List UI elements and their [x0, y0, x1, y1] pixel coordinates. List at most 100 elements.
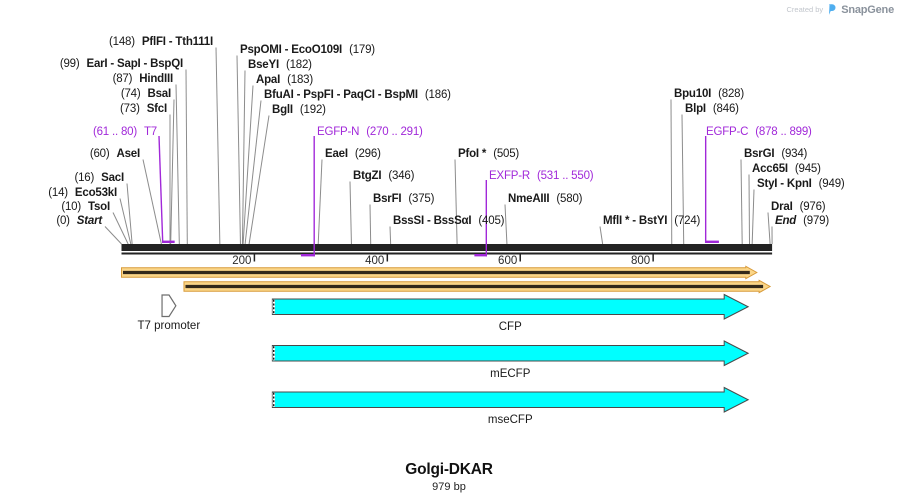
site-name: End — [775, 215, 797, 227]
site-name: StyI - KpnI — [757, 178, 812, 190]
site-leader-line — [748, 174, 751, 245]
site-name: EGFP-N — [317, 126, 360, 138]
site-label-BsaI: (74)BsaI — [121, 88, 171, 100]
site-position: (183) — [287, 74, 313, 86]
site-label-Bpu10I: Bpu10I (828) — [674, 88, 744, 100]
site-name: BsaI — [147, 88, 172, 100]
site-name: EGFP-C — [706, 126, 749, 138]
scale-tick-label: 800 — [630, 254, 651, 267]
site-label-ApaI: ApaI(183) — [256, 74, 313, 86]
site-label-BlpI: BlpI(846) — [685, 103, 739, 115]
site-position: (949) — [818, 178, 845, 190]
site-name: BsrGI — [744, 148, 775, 160]
primer-label-EXFP-R: EXFP-R(531 .. 550) — [489, 170, 594, 182]
site-position: (14) — [48, 187, 68, 199]
site-label-MflI-BstYI: MflI * - BstYI(724) — [603, 215, 700, 227]
site-name: Bpu10I — [674, 88, 712, 100]
site-leader-line — [599, 226, 604, 245]
site-position: (73) — [120, 103, 140, 115]
scale-tick-label: 400 — [365, 254, 385, 267]
cds-label-mECFP: mECFP — [490, 367, 531, 380]
primer-label-EGFP-C: EGFP-C(878 .. 899) — [706, 126, 812, 138]
site-label-BfuAI-PspFI-PaqCI-BspMI: BfuAI - PspFI - PaqCI - BspMI (186) — [264, 89, 451, 101]
site-label-BtgZI: BtgZI(346) — [353, 170, 414, 182]
site-label-End: End (979) — [775, 215, 829, 227]
site-name: EaeI — [325, 148, 348, 160]
site-position: (179) — [349, 44, 375, 56]
site-leader-line — [242, 85, 254, 245]
site-leader-line — [751, 189, 755, 245]
site-position: (10) — [61, 201, 81, 213]
site-leader-line — [215, 47, 221, 245]
site-name: BfuAI - PspFI - PaqCI - BspMI — [264, 89, 418, 101]
site-name: BglI — [272, 104, 293, 116]
site-leader-line — [317, 159, 323, 245]
site-leader-line — [119, 198, 132, 245]
site-position: (346) — [388, 170, 415, 182]
site-position: (61 .. 80) — [92, 126, 137, 138]
site-position: (186) — [424, 89, 451, 101]
cds-label-CFP: CFP — [498, 321, 522, 333]
primer-mark — [704, 240, 719, 243]
site-position: (16) — [74, 172, 95, 184]
site-name: SfcI — [146, 103, 167, 115]
site-position: (505) — [493, 148, 520, 160]
site-leader-line — [244, 100, 262, 245]
cds-arrow — [271, 340, 750, 367]
site-position: (828) — [718, 88, 745, 100]
site-leader-line — [670, 99, 673, 245]
cds-arrow — [271, 293, 750, 320]
site-name: BsrFI — [373, 193, 402, 205]
site-label-Acc65I: Acc65I(945) — [752, 163, 821, 175]
watermark-created-by-text: Created by — [786, 5, 824, 14]
site-position: (580) — [556, 193, 583, 205]
site-label-EarI-SapI-BspQI: (99)EarI - SapI - BspQI — [60, 58, 183, 70]
site-leader-line — [389, 226, 392, 245]
snapgene-watermark: Created by SnapGene — [787, 3, 895, 16]
site-label-BseYI: BseYI(182) — [248, 59, 312, 71]
site-position: (375) — [408, 193, 435, 205]
site-name: MflI * - BstYI — [603, 215, 668, 227]
site-leader-line — [175, 84, 180, 245]
site-leader-line — [504, 204, 508, 245]
site-name: PspOMI - EcoO109I — [240, 44, 343, 56]
site-position: (60) — [89, 148, 110, 160]
site-name: Start — [76, 215, 102, 227]
plasmid-length: 979 bp — [432, 481, 466, 493]
site-position: (979) — [803, 215, 829, 227]
site-leader-line — [767, 212, 771, 245]
site-position: (0) — [56, 215, 70, 227]
site-name: Eco53kI — [74, 187, 117, 199]
site-name: HindIII — [139, 73, 173, 85]
site-label-DraI: DraI(976) — [771, 201, 826, 213]
site-position: (296) — [354, 148, 381, 160]
primer-leader-line — [158, 135, 164, 244]
site-leader-line — [349, 181, 352, 245]
site-name: EarI - SapI - BspQI — [86, 58, 183, 70]
cds-label-mseCFP: mseCFP — [487, 414, 533, 426]
watermark-brand-text: SnapGene — [841, 3, 894, 16]
map-title-block: Golgi-DKAR 979 bp — [0, 461, 898, 493]
site-label-NmeAIII: NmeAIII (580) — [508, 193, 582, 205]
site-label-PspOMI-EcoO109I: PspOMI - EcoO109I (179) — [240, 44, 375, 56]
site-label-AseI: (60)AseI — [90, 148, 140, 160]
plasmid-name: Golgi-DKAR — [405, 461, 493, 478]
site-leader-line — [681, 114, 685, 245]
site-name: NmeAIII — [508, 193, 550, 205]
site-name: EXFP-R — [489, 170, 530, 182]
site-name: PfoI * — [458, 148, 487, 160]
site-name: PflFI - Tth111I — [141, 36, 213, 48]
site-label-BglI: BglI(192) — [272, 104, 326, 116]
site-name: Acc65I — [752, 163, 788, 175]
site-label-HindIII: (87)HindIII — [113, 73, 174, 85]
promoter-label: T7 promoter — [137, 319, 201, 332]
site-label-Eco53kI: (14) Eco53kI — [48, 187, 117, 199]
scale-tick-label: 200 — [232, 254, 252, 267]
primer-mark — [162, 240, 175, 243]
site-label-EaeI: EaeI (296) — [325, 148, 381, 160]
primer-mark — [300, 254, 315, 257]
site-leader-line — [142, 159, 162, 245]
site-label-StyI-KpnI: StyI - KpnI (949) — [757, 178, 845, 190]
site-leader-line — [104, 226, 122, 245]
